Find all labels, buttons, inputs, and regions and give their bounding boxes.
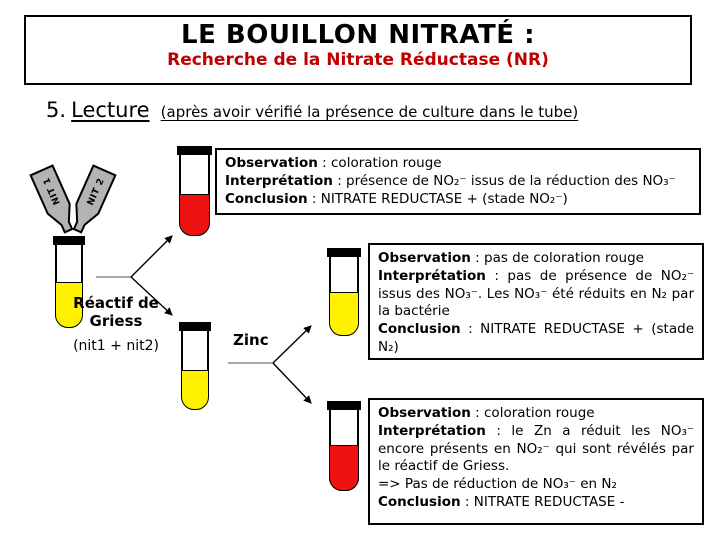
zinc-label: Zinc [233, 331, 269, 349]
title-box: LE BOUILLON NITRATÉ : Recherche de la Ni… [24, 15, 692, 85]
slide-title: LE BOUILLON NITRATÉ : [181, 20, 535, 50]
arrow-to-red-result [272, 362, 312, 404]
dropper-nit2: NIT 2 [72, 164, 117, 234]
yellow-liquid [56, 282, 82, 327]
section-heading: 5. Lecture (après avoir vérifié la prése… [46, 98, 578, 122]
nit-mixture-label: (nit1 + nit2) [73, 338, 159, 354]
arrow-to-zinc-tube [130, 276, 173, 316]
griess-label-line2: Griess [89, 312, 143, 330]
conclusion-line: Conclusion : NITRATE REDUCTASE + (stade … [378, 321, 694, 356]
tube-cap [177, 146, 212, 155]
tube-cap [327, 248, 361, 257]
observation-line: Observation : coloration rouge [225, 155, 442, 171]
yellow-liquid [330, 292, 358, 335]
dropper-nit1: NIT 1 [29, 164, 74, 234]
interpretation-line: Interprétation : le Zn a réduit les NO₃⁻… [378, 422, 694, 475]
observation-line: Observation : coloration rouge [378, 405, 595, 421]
section-number: 5. [46, 98, 67, 122]
observation-line: Observation : pas de coloration rouge [378, 250, 644, 266]
tube-cap [53, 236, 85, 245]
red-liquid [330, 445, 358, 490]
source-tube [53, 236, 85, 328]
conclusion-line: Conclusion : NITRATE REDUCTASE + (stade … [225, 190, 568, 207]
arrow-to-red-tube [130, 235, 173, 278]
griess-red-tube [177, 146, 212, 236]
no-reduction-line: => Pas de réduction de NO₃⁻ en N₂ [378, 476, 617, 493]
zinc-source-tube [179, 322, 211, 410]
observation-box-zinc-red: Observation : coloration rouge Interprét… [368, 398, 704, 525]
interpretation-line: Interprétation : présence de NO₂⁻ issus … [225, 172, 676, 189]
section-note: (après avoir vérifié la présence de cult… [160, 103, 579, 121]
griess-label-line1: Réactif de [73, 294, 159, 312]
zinc-red-tube [327, 401, 361, 491]
conclusion-line: Conclusion : NITRATE REDUCTASE - [378, 494, 625, 511]
observation-box-no-color: Observation : pas de coloration rouge In… [368, 243, 704, 360]
slide-subtitle: Recherche de la Nitrate Réductase (NR) [167, 50, 549, 70]
tube-cap [327, 401, 361, 410]
arrow-to-yellow-result [272, 325, 312, 364]
tube-cap [179, 322, 211, 331]
section-title: Lecture [71, 98, 150, 122]
yellow-liquid [182, 370, 208, 409]
interpretation-line: Interprétation : pas de présence de NO₂⁻… [378, 267, 694, 320]
zinc-no-color-tube [327, 248, 361, 336]
griess-reagent-label: Réactif de Griess [66, 294, 166, 330]
red-liquid [180, 194, 209, 235]
observation-box-red: Observation : coloration rouge Interprét… [215, 148, 701, 216]
